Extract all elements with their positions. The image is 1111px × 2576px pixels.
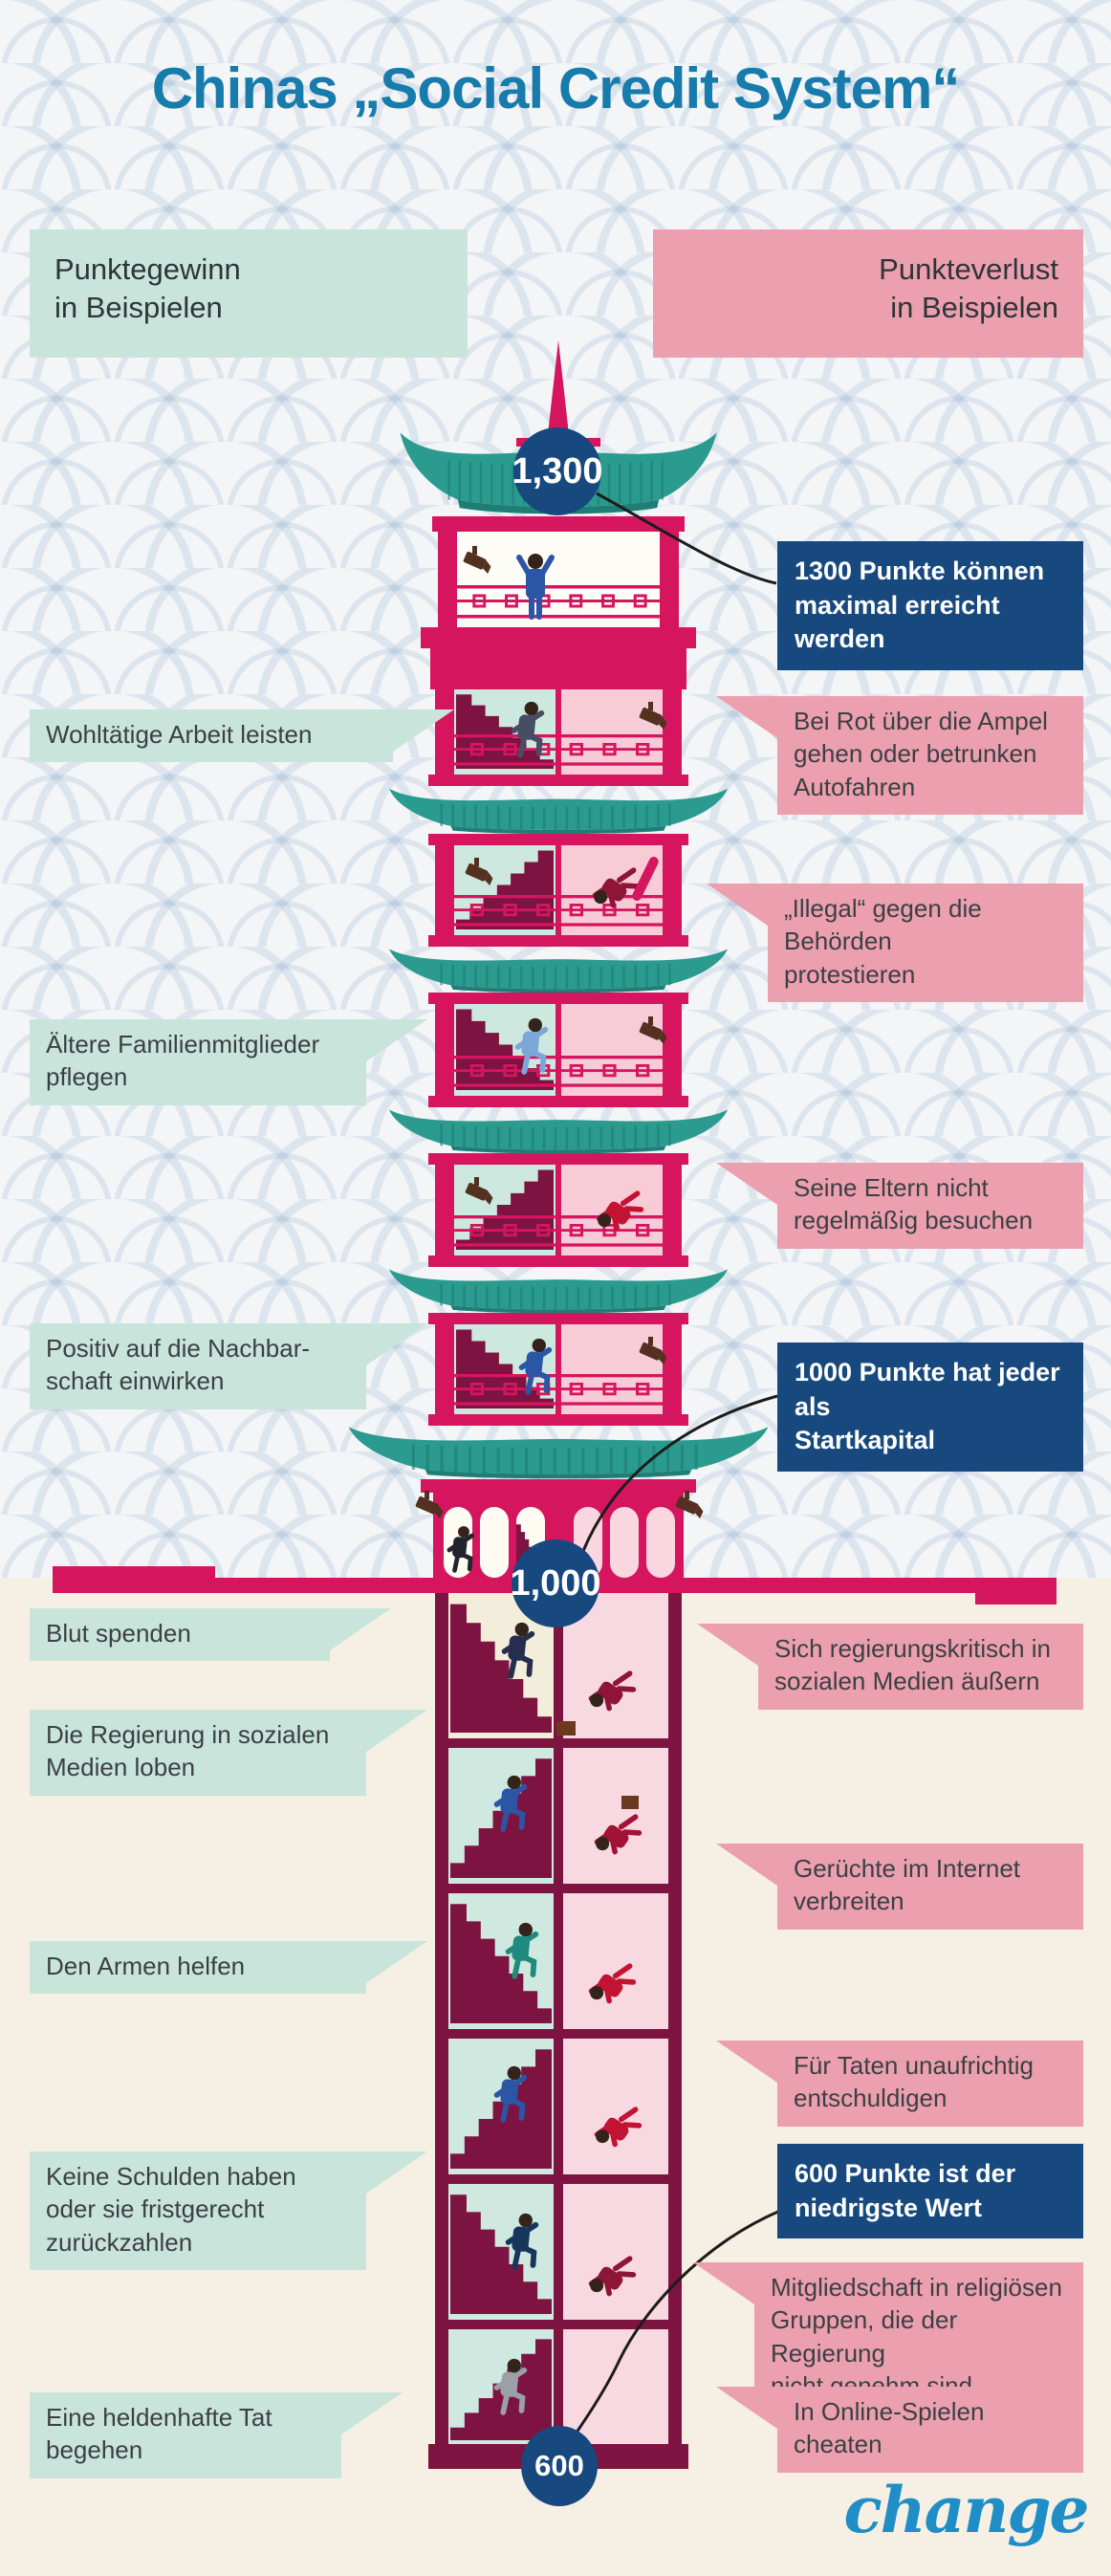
gain-label-4: Blut spenden	[30, 1608, 330, 1662]
briefcase-icon	[621, 1796, 639, 1809]
gain-label-8: Eine heldenhafte Tat begehen	[30, 2392, 341, 2478]
loss-label-2: „Illegal“ gegen die Behörden protestiere…	[768, 884, 1083, 1002]
pagoda-roof	[347, 1425, 770, 1480]
pagoda-roof	[387, 948, 730, 994]
pagoda-top-pavilion	[398, 430, 719, 689]
connector-min	[572, 2209, 781, 2437]
gain-label-3: Positiv auf die Nachbar- schaft einwirke…	[30, 1323, 366, 1409]
score-max: 1,300	[512, 427, 603, 515]
underground-shaft	[428, 1593, 688, 2469]
briefcase-icon	[556, 1721, 576, 1736]
note-max-points: 1300 Punkte können maximal erreicht werd…	[777, 541, 1083, 670]
score-min: 600	[521, 2426, 598, 2506]
loss-label-8: In Online-Spielen cheaten	[777, 2387, 1083, 2473]
pagoda-story-5	[387, 1268, 730, 1426]
note-start-points: 1000 Punkte hat jeder als Startkapital	[777, 1343, 1083, 1472]
loss-label-4: Sich regierungskritisch in sozialen Medi…	[758, 1624, 1083, 1710]
page-title: Chinas „Social Credit System“	[151, 56, 961, 120]
gain-label-2: Ältere Familienmitglieder pflegen	[30, 1019, 366, 1105]
score-start: 1,000	[510, 1539, 601, 1627]
connector-max	[596, 491, 777, 585]
gain-label-7: Keine Schulden haben oder sie fristgerec…	[30, 2151, 366, 2270]
legend-gains: Punktegewinn in Beispielen	[30, 229, 468, 358]
loss-label-3: Seine Eltern nicht regelmäßig besuchen	[777, 1163, 1083, 1249]
pagoda-story-4	[387, 1108, 730, 1267]
pagoda-roof	[387, 787, 730, 836]
pagoda-ground-floor	[347, 1425, 770, 1581]
gain-label-5: Die Regierung in sozialen Medien loben	[30, 1710, 366, 1796]
legend-losses: Punkteverlust in Beispielen	[653, 229, 1083, 358]
pagoda-story-3	[387, 948, 730, 1107]
pagoda-roof	[387, 1268, 730, 1315]
loss-label-1: Bei Rot über die Ampel gehen oder betrun…	[777, 696, 1083, 815]
loss-label-6: Für Taten unaufrichtig entschuldigen	[777, 2041, 1083, 2127]
loss-label-5: Gerüchte im Internet verbreiten	[777, 1844, 1083, 1930]
pagoda-story-2	[387, 787, 730, 947]
connector-lines	[572, 491, 781, 2437]
connector-start	[581, 1394, 778, 1552]
gain-label-6: Den Armen helfen	[30, 1941, 366, 1995]
gain-label-1: Wohltätige Arbeit leisten	[30, 709, 393, 763]
floor-dividers	[448, 1738, 668, 2329]
note-min-points: 600 Punkte ist der niedrigste Wert	[777, 2144, 1083, 2239]
protest-sign-icon	[632, 857, 659, 901]
change-logo: change	[843, 2473, 1089, 2547]
pagoda-roof	[387, 1108, 730, 1155]
pagoda-story-1	[428, 689, 688, 786]
